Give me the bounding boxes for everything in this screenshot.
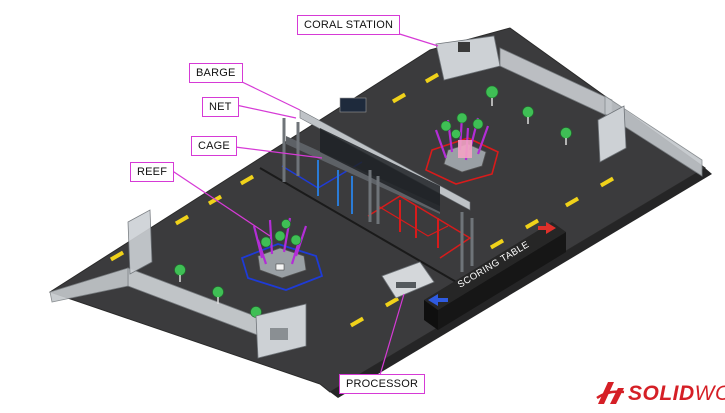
barge-banner	[339, 97, 367, 113]
cages	[317, 160, 353, 214]
scoring-table-side	[438, 232, 566, 330]
callout-barge: BARGE	[189, 63, 243, 83]
processor-unit	[381, 261, 435, 299]
callout-net: NET	[202, 97, 239, 117]
callout-reef: REEF	[130, 162, 175, 182]
back-wall-right	[604, 95, 703, 177]
callout-coral-station: CORAL STATION	[297, 15, 401, 35]
red-arrow-icon	[538, 222, 556, 234]
red-cages	[399, 200, 439, 248]
logo-text-bold: SOLID	[628, 382, 695, 405]
far-reef-pink-coral	[458, 140, 472, 158]
near-right-station-panel	[270, 328, 288, 340]
callout-cage: CAGE	[191, 136, 237, 156]
processor-slot	[396, 282, 416, 288]
callout-leaders	[170, 30, 439, 376]
far-right-station	[597, 105, 627, 163]
near-reef-zone	[240, 243, 324, 291]
near-reef-algae	[260, 219, 302, 248]
scoring-table-top	[424, 222, 566, 310]
scoring-table-arrows	[428, 222, 556, 306]
logo-text-rest: WO	[694, 382, 725, 405]
coral-station-structure	[435, 35, 501, 81]
callout-processor: PROCESSOR	[339, 374, 426, 394]
barge-truss-posts	[282, 118, 474, 272]
near-reef-label-plate	[275, 263, 285, 271]
far-reef-algae	[440, 112, 484, 139]
blue-arrow-icon	[428, 294, 448, 306]
center-line	[259, 167, 471, 291]
loose-algae	[174, 85, 572, 318]
red-zone-lines	[377, 205, 449, 237]
near-coral-station	[127, 209, 153, 275]
field-floor-edge	[330, 168, 712, 398]
barge-net	[320, 128, 440, 212]
perimeter-markers	[109, 72, 615, 328]
barge-deck	[286, 136, 440, 214]
scoring-table-front	[424, 300, 438, 330]
logo-wordmark: SOLIDWO	[628, 382, 725, 406]
left-wall-front	[49, 267, 129, 303]
solidworks-logo: SOLIDWO	[592, 372, 725, 413]
red-zone-outline	[367, 195, 472, 259]
coral-station-panel	[458, 42, 470, 52]
ds-logo-icon	[596, 382, 625, 404]
